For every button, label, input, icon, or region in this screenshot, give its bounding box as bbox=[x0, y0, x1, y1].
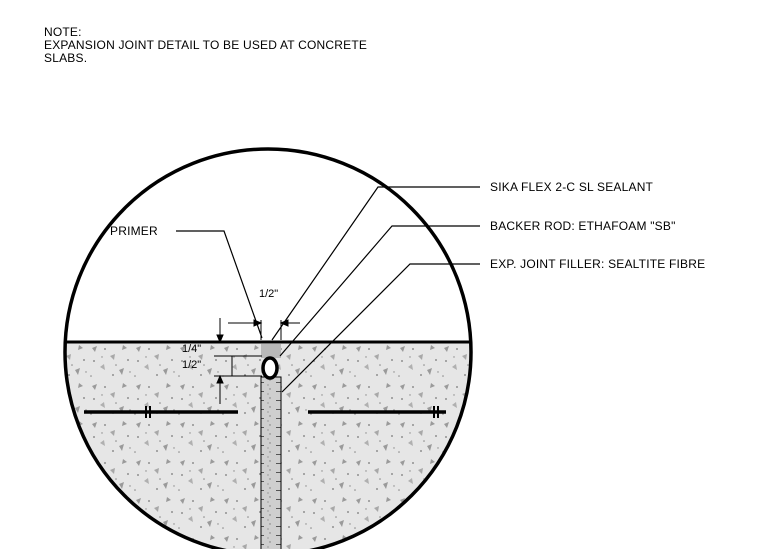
sealant-label: SIKA FLEX 2-C SL SEALANT bbox=[490, 180, 654, 194]
joint-filler-strip bbox=[260, 376, 282, 554]
sealant-leader bbox=[271, 186, 480, 341]
note-line-2: SLABS. bbox=[44, 51, 87, 65]
dowel-bar-left bbox=[84, 406, 238, 418]
sealant-fill bbox=[261, 344, 281, 358]
detail-circle bbox=[63, 147, 473, 554]
sealant-recess-text: 1/4" bbox=[182, 343, 201, 355]
backer-rod-leader bbox=[279, 225, 480, 357]
backer-rod-label: BACKER ROD: ETHAFOAM "SB" bbox=[490, 219, 676, 233]
vertical-dimensions bbox=[214, 318, 262, 404]
note-heading: NOTE: bbox=[44, 25, 82, 39]
joint-width-text: 1/2" bbox=[259, 288, 278, 300]
joint-width-dimension bbox=[228, 319, 300, 340]
note-line-1: EXPANSION JOINT DETAIL TO BE USED AT CON… bbox=[44, 38, 367, 52]
primer-leader bbox=[176, 230, 263, 339]
backer-rod bbox=[261, 356, 279, 380]
joint-filler-leader bbox=[281, 263, 480, 393]
primer-label: PRIMER bbox=[110, 224, 158, 238]
dowel-bar-right bbox=[308, 406, 446, 418]
sealant-depth-text: 1/2" bbox=[182, 359, 201, 371]
joint-filler-label: EXP. JOINT FILLER: SEALTITE FIBRE bbox=[490, 257, 705, 271]
